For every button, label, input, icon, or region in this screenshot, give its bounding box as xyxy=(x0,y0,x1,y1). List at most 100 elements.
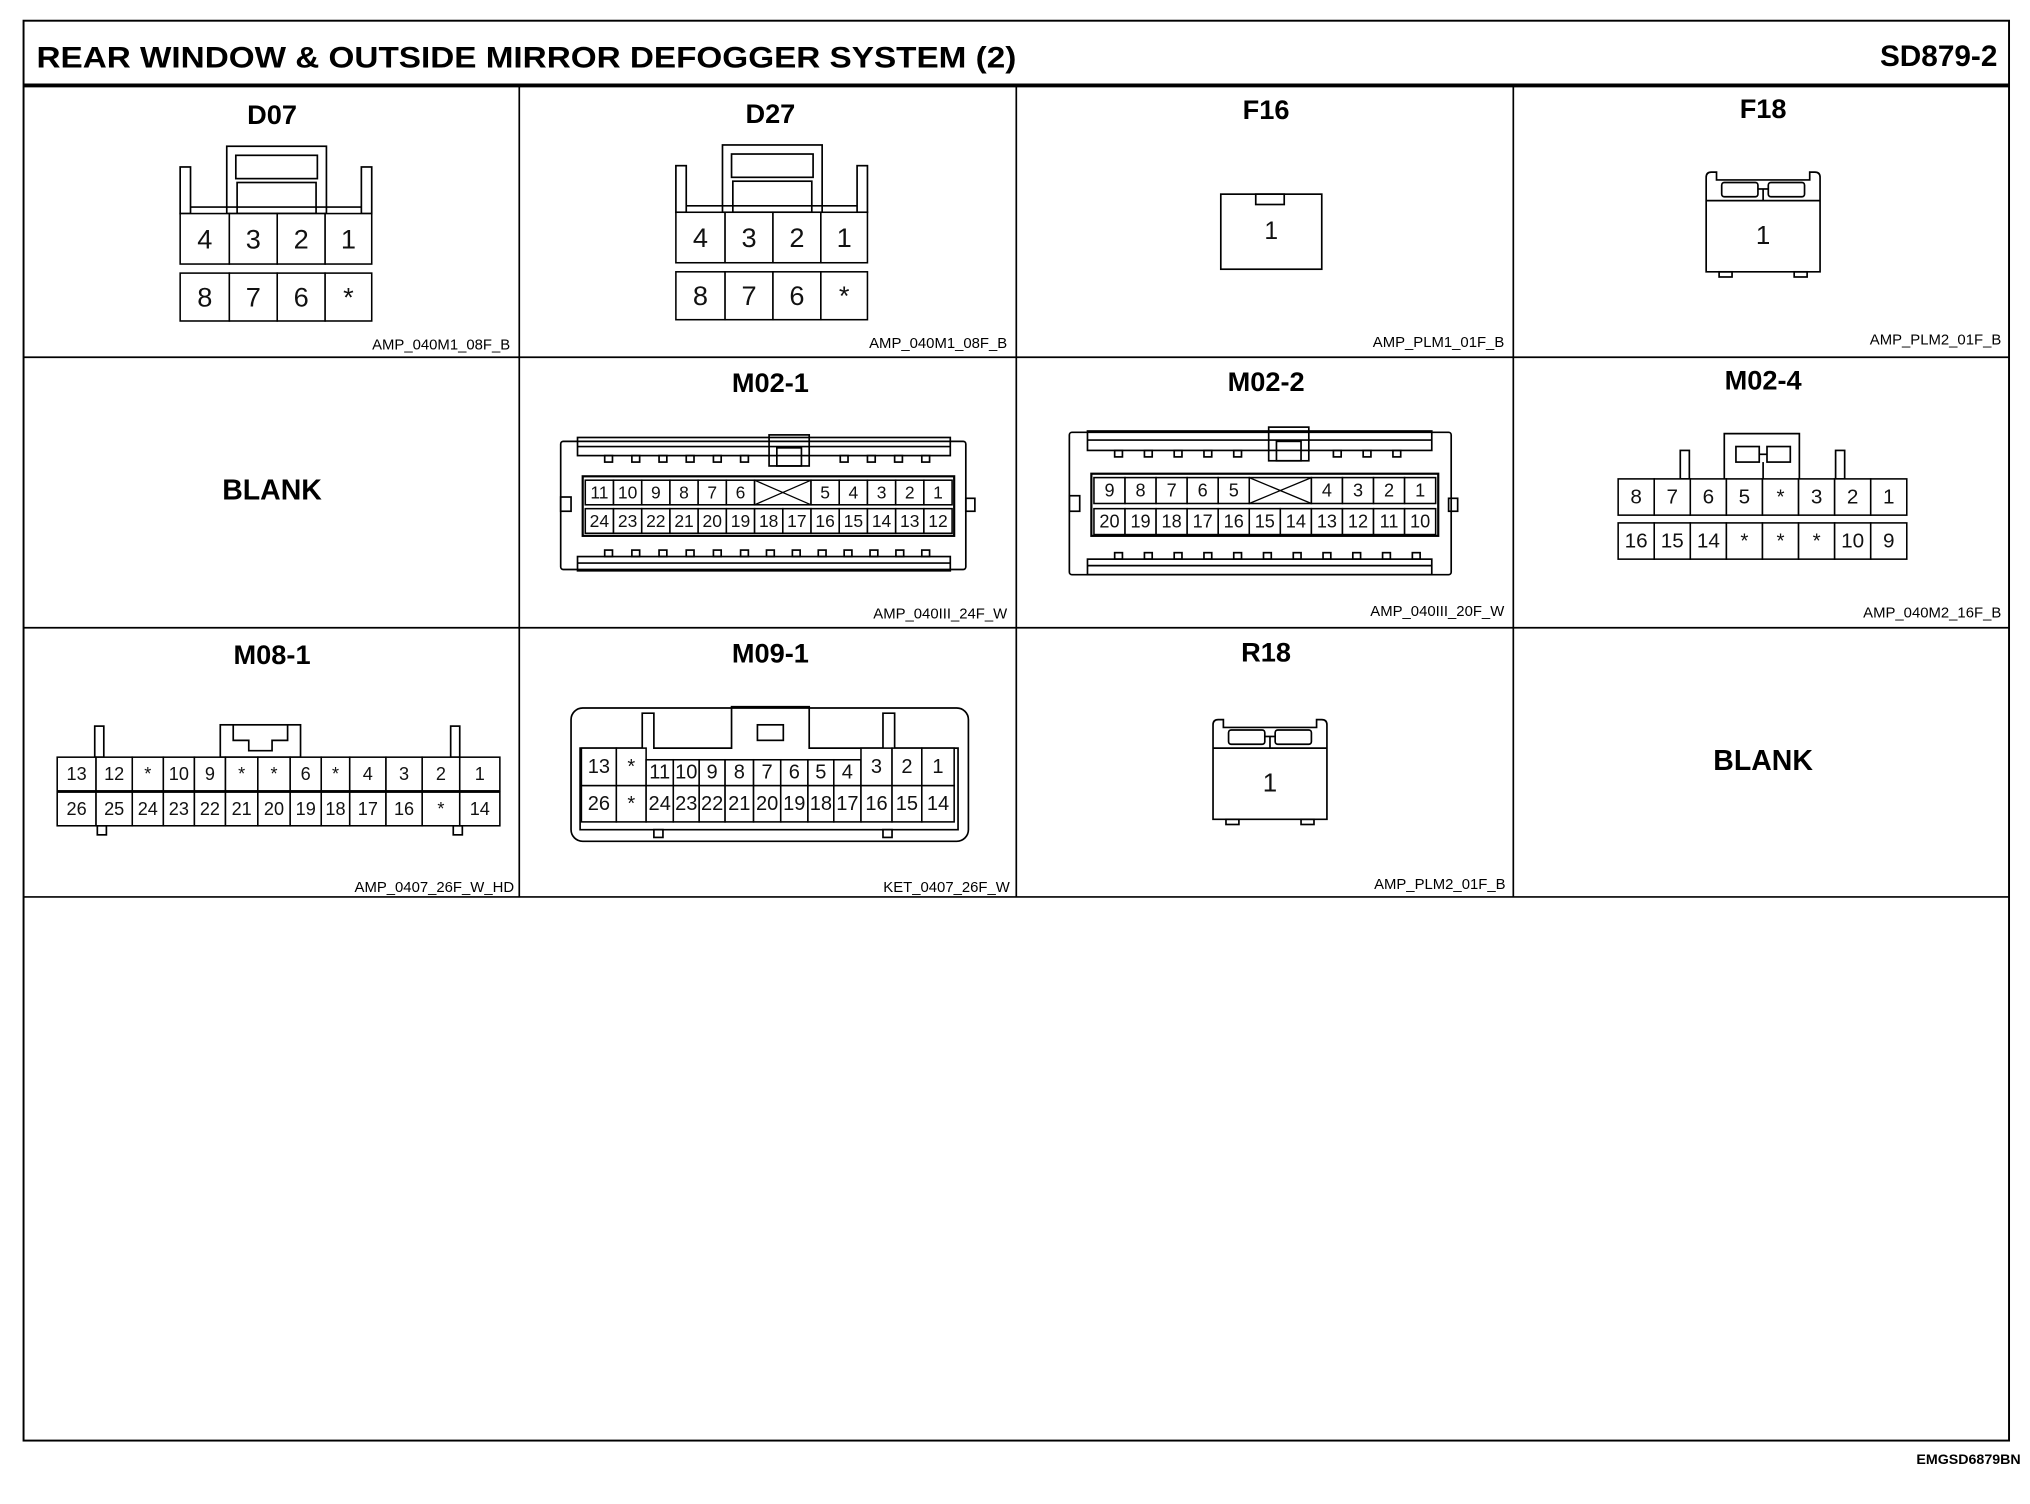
pin-number: 6 xyxy=(736,482,746,502)
rail-rib xyxy=(765,549,776,558)
pin-cavity xyxy=(421,756,461,792)
pin-number: 21 xyxy=(674,511,693,531)
foot-right xyxy=(1300,818,1315,826)
pin-number: 13 xyxy=(900,511,919,531)
connector-part-code: AMP_0407_26F_W_HD xyxy=(355,880,515,896)
pin-number: 19 xyxy=(783,793,805,815)
pin-number: 16 xyxy=(1224,512,1244,532)
pin-cavity xyxy=(95,791,134,827)
pin-number: * xyxy=(1740,530,1748,553)
pin-number: * xyxy=(343,282,354,313)
pin-cavity xyxy=(421,791,461,827)
connector-name: M02-1 xyxy=(732,367,809,398)
rail-rib xyxy=(1322,551,1332,560)
pin-number: 1 xyxy=(1756,222,1770,250)
pin-number: 25 xyxy=(104,799,124,819)
pin-number: 10 xyxy=(1841,530,1864,553)
sheet-code: SD879-2 xyxy=(1880,40,1997,73)
connector-f16-housing xyxy=(1219,193,1323,271)
latch-arm-left xyxy=(1227,729,1266,746)
connector-m02-2-housing xyxy=(1068,426,1459,576)
pin-cavity xyxy=(458,756,501,792)
pin-number: 8 xyxy=(197,282,212,313)
stub-right xyxy=(882,828,893,839)
rail-rib xyxy=(658,549,668,558)
pin-number: 3 xyxy=(741,222,756,253)
pin-number: 16 xyxy=(1625,530,1648,553)
pin-number: 21 xyxy=(232,799,252,819)
pin-number: 2 xyxy=(436,764,446,784)
pin-number: 1 xyxy=(933,482,943,502)
pin-number: 10 xyxy=(169,764,189,784)
pin-cavity xyxy=(1186,476,1219,505)
pin-number: 7 xyxy=(707,482,717,502)
rail-rib xyxy=(739,549,750,558)
pin-cavity xyxy=(1248,507,1282,536)
connector-part-code: KET_0407_26F_W xyxy=(883,880,1010,896)
housing-outline xyxy=(570,707,970,843)
connector-part-code: AMP_PLM2_01F_B xyxy=(1870,332,2002,348)
connector-part-code: AMP_PLM1_01F_B xyxy=(1373,335,1505,351)
pin-cavity xyxy=(724,211,774,264)
pin-cavity xyxy=(923,507,953,535)
rail-rib xyxy=(920,549,931,558)
pin-cavity xyxy=(820,271,869,321)
pin-cavity xyxy=(179,272,231,322)
pin-number: 24 xyxy=(590,511,610,531)
pin-number: 14 xyxy=(927,793,949,815)
locking-latch xyxy=(768,434,811,467)
pin-cavity xyxy=(289,756,323,792)
pin-cavity xyxy=(1869,478,1908,516)
pin-number: 26 xyxy=(588,793,610,815)
pin-cavity xyxy=(725,507,756,535)
pin-cavity xyxy=(1155,507,1188,536)
pin-cavity xyxy=(1761,478,1800,516)
rail-rib xyxy=(869,549,879,558)
pin-number: 8 xyxy=(1136,481,1146,501)
rail-rib xyxy=(1113,449,1124,458)
pin-cavity xyxy=(320,791,351,827)
pin-number: 24 xyxy=(138,799,158,819)
pin-number: 18 xyxy=(759,511,778,531)
pin-cavity xyxy=(580,784,618,823)
guide-post-left xyxy=(1679,449,1691,480)
pin-number: 5 xyxy=(820,482,830,502)
pin-cavity xyxy=(1653,478,1692,516)
pin-cavity xyxy=(584,479,615,506)
connector-r18-housing xyxy=(1212,718,1328,826)
locking-latch xyxy=(219,723,302,759)
pin-cavity xyxy=(348,756,387,792)
rail-rib xyxy=(1381,551,1392,560)
pin-cavity xyxy=(779,758,809,787)
pin-number: 2 xyxy=(789,222,804,253)
latch-window xyxy=(776,446,803,467)
pin-number: 6 xyxy=(294,282,309,313)
rail-rib xyxy=(712,549,723,558)
pin-number: 2 xyxy=(1384,481,1394,501)
pin-number: 2 xyxy=(1847,486,1859,509)
pin-number: 6 xyxy=(789,280,804,311)
pin-number: 9 xyxy=(651,482,661,502)
pin-number: 5 xyxy=(1739,486,1751,509)
pin-number: 18 xyxy=(325,799,345,819)
pin-number: 1 xyxy=(341,223,356,254)
pin-cavity xyxy=(724,784,755,823)
pin-cavity xyxy=(95,756,134,792)
pin-number: 20 xyxy=(703,511,723,531)
pin-number: * xyxy=(839,280,850,311)
connector-d07-housing xyxy=(179,145,373,215)
guide-post-right xyxy=(449,725,461,759)
rail-rib xyxy=(1173,449,1183,458)
guide-post-right xyxy=(360,166,373,215)
pin-cavity xyxy=(1761,522,1800,560)
pin-grid-r18: 1 xyxy=(1263,770,1277,798)
pin-grid-f18: 1 xyxy=(1756,222,1770,250)
locking-tab xyxy=(1254,193,1286,206)
pin-number: 1 xyxy=(932,756,943,778)
pin-number: 11 xyxy=(590,482,608,502)
pin-cavity xyxy=(324,272,373,322)
pin-cavity xyxy=(615,784,647,823)
pin-number: 8 xyxy=(679,482,689,502)
connector-name: D07 xyxy=(247,99,297,130)
